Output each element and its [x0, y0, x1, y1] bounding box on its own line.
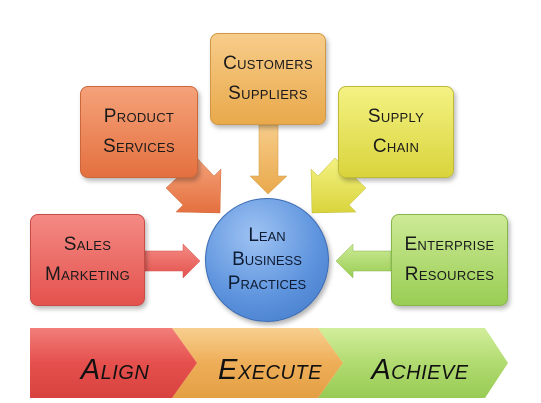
center-circle-lean-business-practices: Lean Business Practices	[205, 198, 329, 322]
box-customers-line1: Customers	[223, 52, 313, 74]
box-product-line1: Product	[103, 105, 175, 127]
arrow-enterprise	[335, 243, 392, 279]
chevron-red	[30, 328, 197, 398]
chevron-green	[318, 328, 508, 398]
box-customers-suppliers: Customers Suppliers	[210, 33, 326, 125]
box-sales-line2: Marketing	[45, 264, 130, 285]
box-enterprise-line1: Enterprise	[404, 233, 495, 255]
center-line2: Business	[232, 249, 302, 271]
arrow-sales	[144, 243, 201, 279]
box-supply-line1: Supply	[367, 105, 425, 127]
box-customers-line2: Suppliers	[228, 83, 308, 104]
box-enterprise-line2: Resources	[404, 264, 495, 285]
center-line1: Lean	[248, 225, 286, 247]
banner-label-execute: Execute	[218, 353, 322, 386]
box-sales-marketing: Sales Marketing	[30, 214, 145, 306]
center-line3: Practices	[227, 272, 307, 294]
box-sales-line1: Sales	[63, 233, 112, 255]
box-supply-line2: Chain	[372, 136, 420, 157]
box-supply-chain: Supply Chain	[338, 86, 454, 178]
box-enterprise-resources: Enterprise Resources	[391, 214, 508, 306]
banner-label-achieve: Achieve	[371, 353, 469, 386]
arrow-customers	[249, 124, 288, 195]
box-product-line2: Services	[103, 136, 175, 157]
chevron-orange	[172, 328, 343, 398]
arrow-supply	[310, 157, 367, 214]
banner-label-align: Align	[80, 353, 150, 386]
box-product-services: Product Services	[80, 86, 198, 178]
arrow-product	[165, 157, 222, 214]
